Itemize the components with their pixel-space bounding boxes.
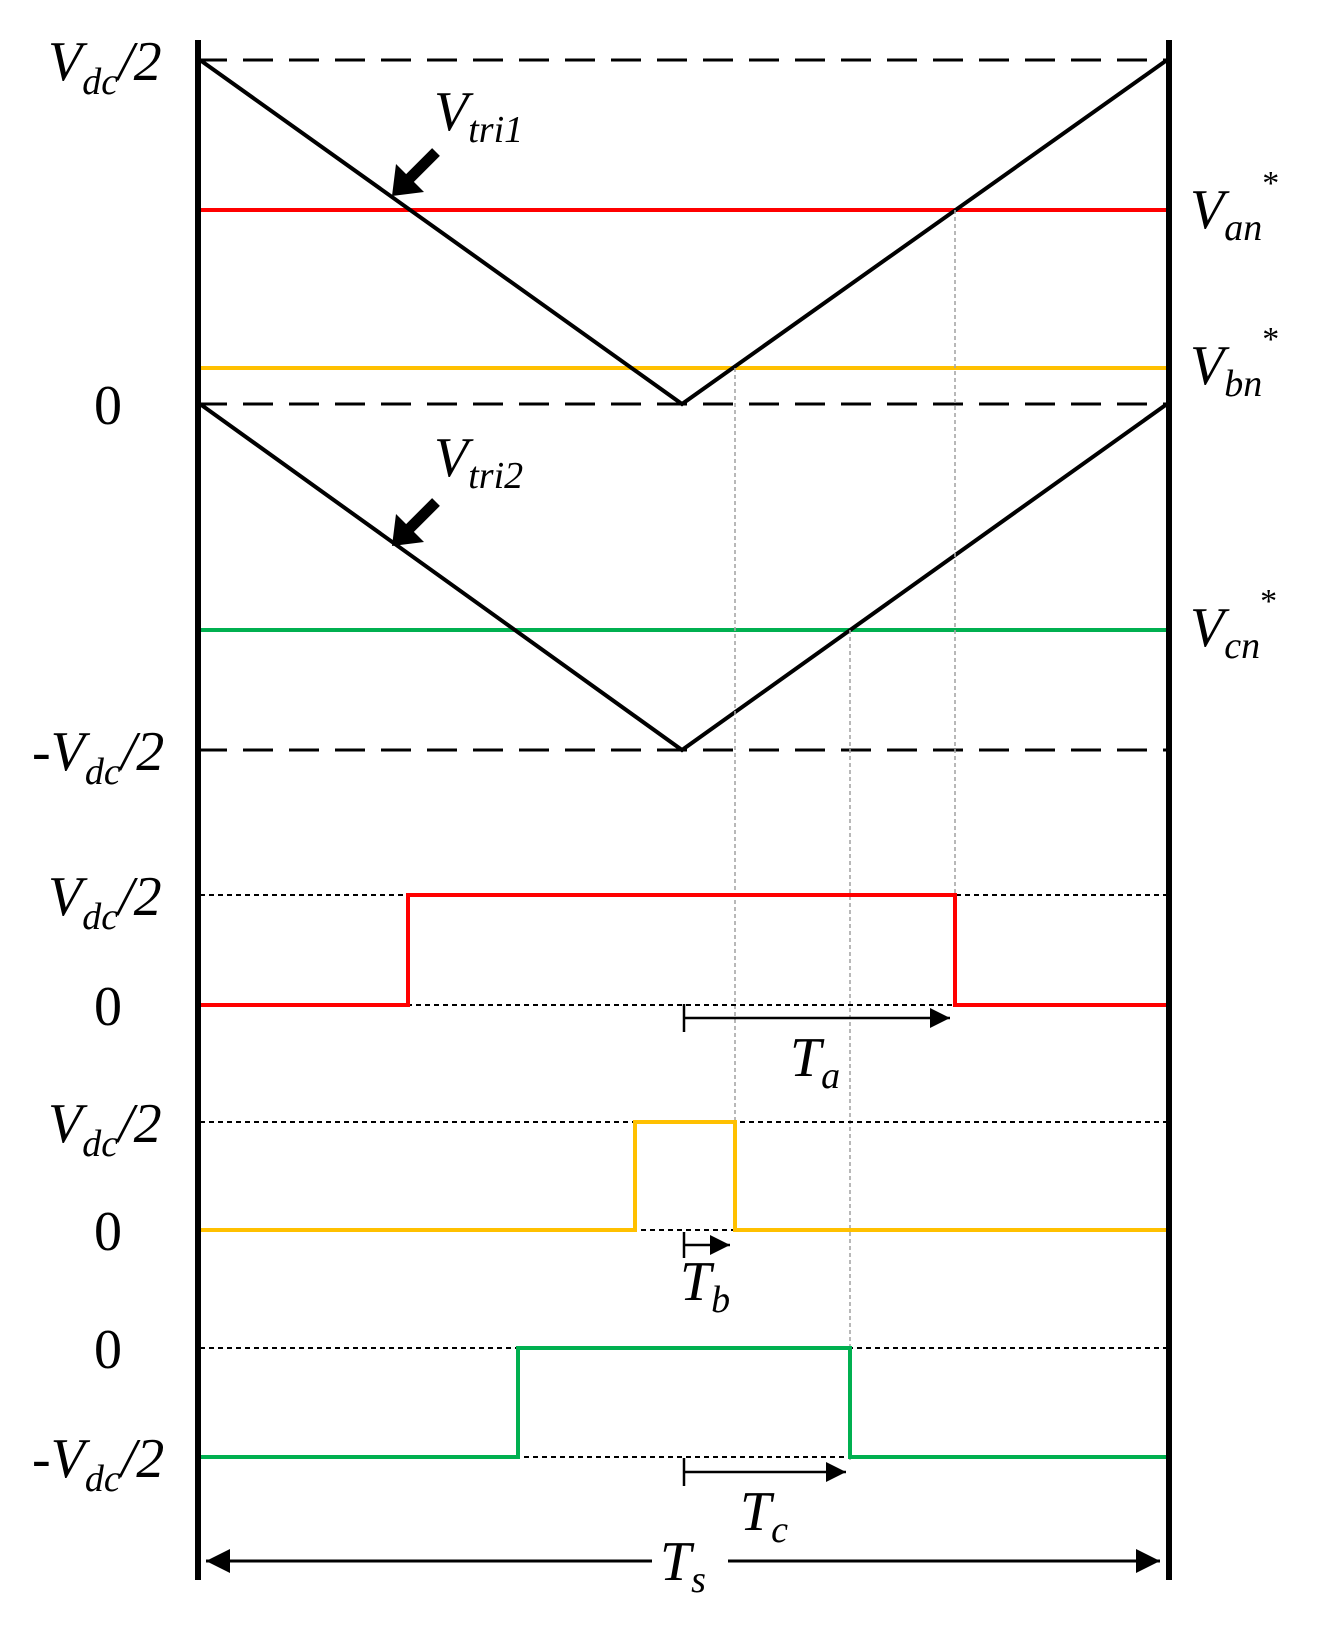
label-pulse-c-high: 0 <box>94 1319 122 1381</box>
label-ta: Ta <box>790 1027 840 1097</box>
label-pulse-c-low: -Vdc/2 <box>32 1428 164 1500</box>
interval-arrows <box>682 1004 950 1486</box>
pulse-waveform-c <box>200 1346 1167 1459</box>
pointer-arrowhead-tri2 <box>392 514 424 546</box>
dotted-level-lines <box>200 894 1167 1458</box>
carrier-triangle-1 <box>198 58 1169 407</box>
label-top-vdc-half: Vdc/2 <box>48 31 162 103</box>
pointer-arrow-tri1 <box>404 148 440 184</box>
pointer-arrowhead-tri1 <box>392 164 424 196</box>
label-mid-zero: 0 <box>94 375 122 437</box>
pointer-arrow-tri2 <box>404 498 440 534</box>
pulse-waveform-a <box>200 893 1167 1007</box>
label-van-star: Van* <box>1190 165 1279 249</box>
label-tc: Tc <box>740 1481 788 1551</box>
label-tb: Tb <box>680 1251 730 1321</box>
carrier-triangle-2 <box>198 402 1169 753</box>
label-pulse-b-high: Vdc/2 <box>48 1093 162 1165</box>
label-bottom-neg-vdc-half: -Vdc/2 <box>32 721 164 793</box>
label-vbn-star: Vbn* <box>1190 321 1279 405</box>
label-pulse-b-low: 0 <box>94 1201 122 1263</box>
carrier-pointers <box>392 148 440 546</box>
label-vtri1: Vtri1 <box>434 81 523 151</box>
label-vcn-star: Vcn* <box>1190 583 1277 667</box>
label-pulse-a-high: Vdc/2 <box>48 866 162 938</box>
label-vtri2: Vtri2 <box>434 427 523 497</box>
label-pulse-a-low: 0 <box>94 976 122 1038</box>
label-ts-backing <box>652 1530 728 1590</box>
guide-lines <box>734 210 956 1460</box>
pulse-waveform-b <box>200 1120 1167 1232</box>
label-ts: Ts <box>660 1531 706 1601</box>
